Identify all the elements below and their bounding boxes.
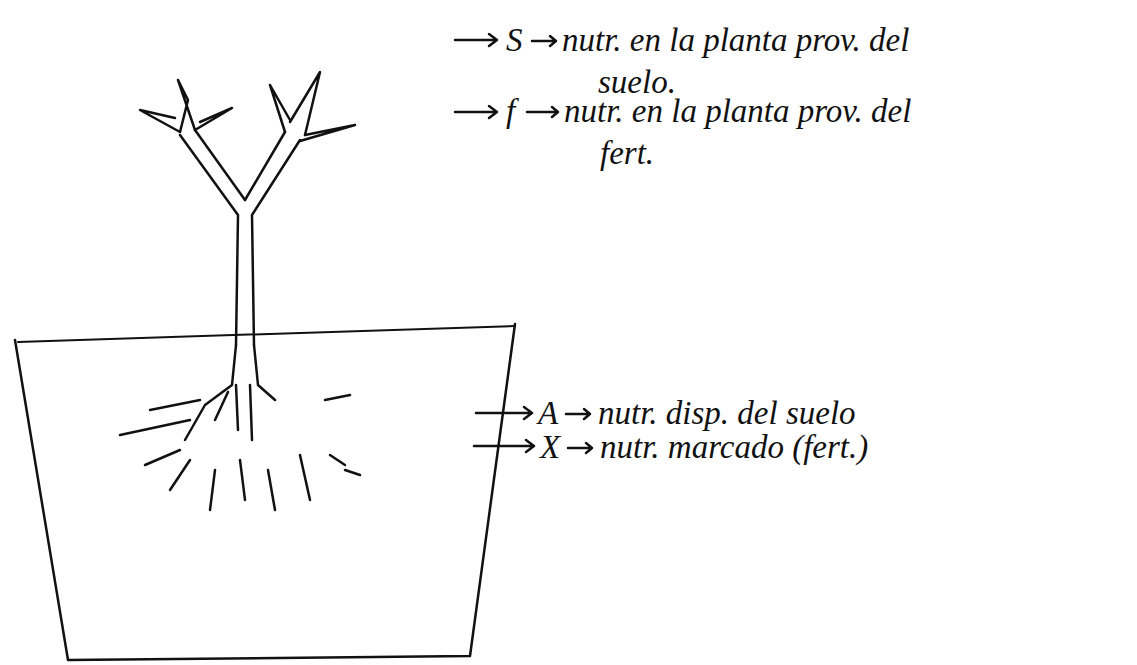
branch-right [245,132,285,200]
branch-left [195,130,245,200]
leaf [290,72,320,135]
leaf [270,85,290,132]
stem-right [252,140,300,345]
leader-arrow [566,409,590,419]
root [268,470,275,510]
root [254,345,275,400]
leader-arrow [474,440,534,452]
root [300,455,310,500]
leader-arrow [455,106,497,118]
note-text: nutr. en la planta prov. del fert. [564,90,920,174]
root [240,460,245,500]
root [185,345,236,440]
leaf [178,80,195,132]
root [250,385,252,440]
leaf [140,110,180,132]
leader-arrow [527,107,558,117]
soil-line [18,326,515,342]
root [210,470,215,510]
note-text: nutr. en la planta prov. del suelo. [562,19,918,103]
root [170,460,190,490]
symbol-letter: S [506,19,536,61]
root [120,420,190,435]
root [236,385,238,430]
note-text: nutr. disp. del suelo [598,392,1118,434]
root [345,470,360,475]
root [330,455,345,465]
leader-arrow [568,443,592,453]
note-text: nutr. marcado (fert.) [600,426,1120,468]
pot-outline [15,324,515,660]
leaf [195,108,232,130]
root [215,392,228,420]
leader-arrow [532,36,556,46]
root [150,400,200,410]
root [145,450,180,465]
leader-arrow [455,34,497,46]
symbol-letter: X [540,426,570,468]
leaf [300,125,355,141]
symbol-letter: A [538,392,568,434]
symbol-letter: f [506,90,530,132]
stem-left [180,135,238,345]
leader-arrow [476,407,532,419]
root [325,395,350,400]
